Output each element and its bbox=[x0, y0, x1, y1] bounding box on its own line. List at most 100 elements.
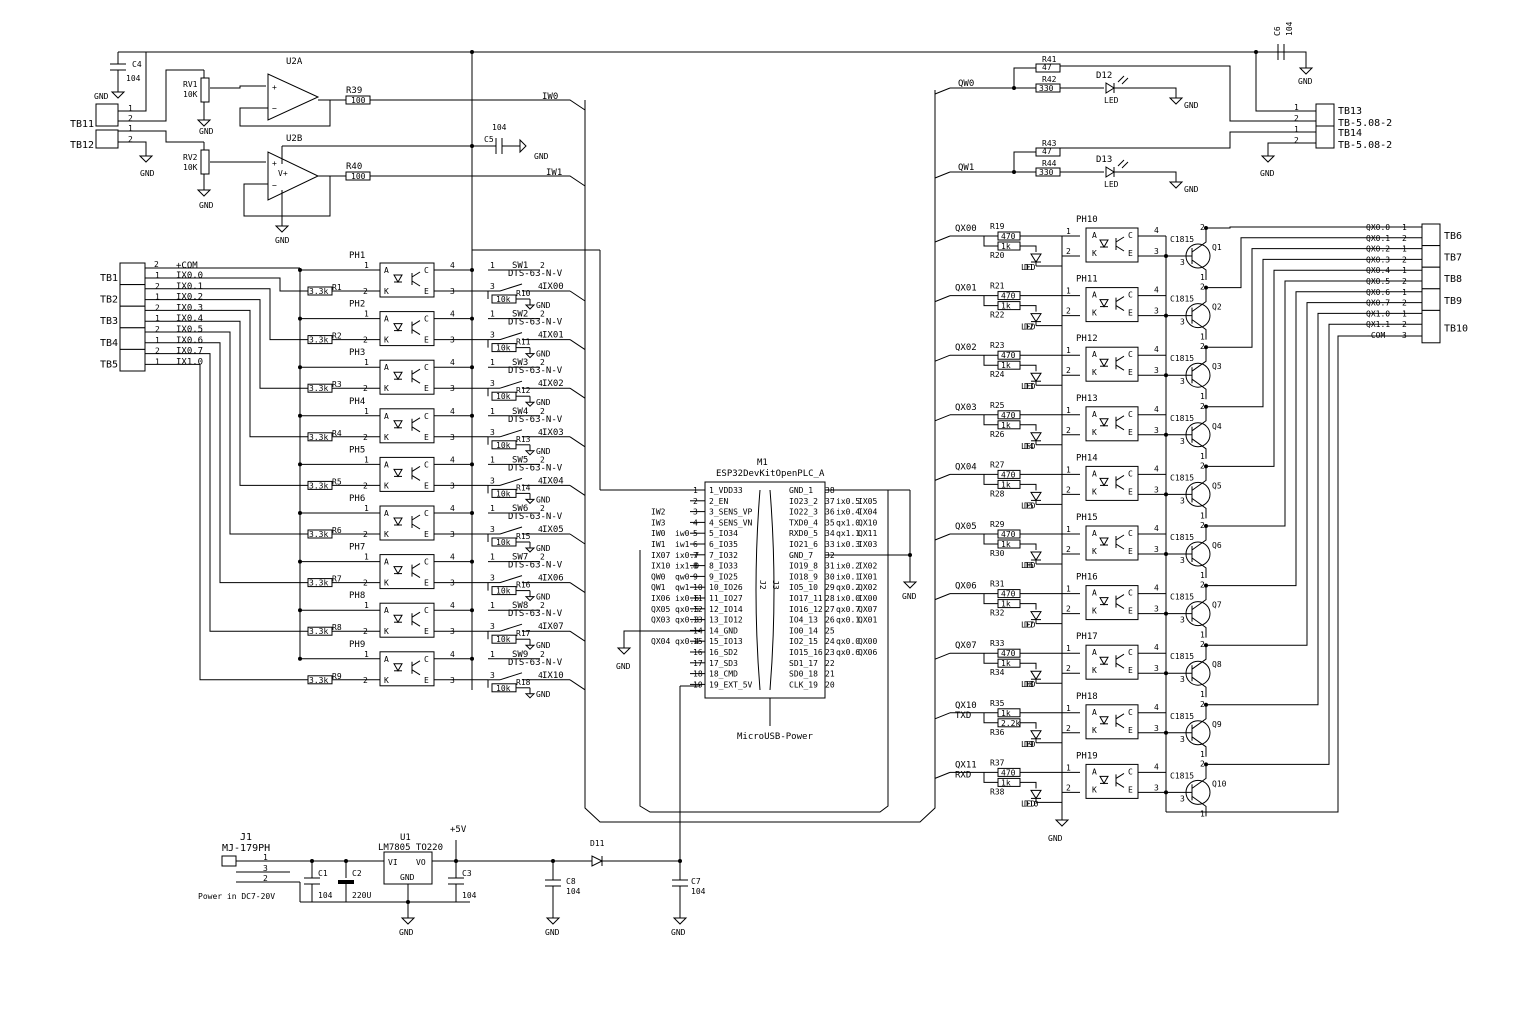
switch-type: DTS-63-N-V bbox=[508, 658, 563, 668]
switch-ref: SW2 bbox=[512, 310, 528, 320]
module-right-pin-num: 20 bbox=[825, 680, 835, 689]
input-resistor-ref: R2 bbox=[332, 332, 342, 341]
output-optocoupler-ref: PH11 bbox=[1076, 275, 1098, 285]
svg-text:4: 4 bbox=[450, 601, 455, 610]
output-resistor-b-value: 2.2k bbox=[1001, 719, 1020, 728]
optocoupler-ref: PH3 bbox=[349, 348, 365, 358]
transistor-type: C1815 bbox=[1170, 235, 1194, 244]
module-right-net: IX04 bbox=[858, 508, 877, 517]
svg-text:A: A bbox=[384, 460, 389, 469]
switch-ref: SW1 bbox=[512, 261, 528, 271]
svg-text:C: C bbox=[1128, 291, 1133, 300]
svg-text:3: 3 bbox=[490, 525, 495, 534]
svg-text:3: 3 bbox=[1180, 318, 1185, 327]
svg-text:2: 2 bbox=[540, 310, 545, 319]
input-tb-label: TB2 bbox=[100, 295, 118, 306]
module-right-pin-name: IO23_2 bbox=[789, 497, 818, 506]
module-right-pin-num: 24 bbox=[825, 637, 835, 646]
module-left-pin-name: 3_SENS_VP bbox=[709, 508, 753, 517]
svg-text:K: K bbox=[384, 627, 389, 636]
pull-resistor-value: 10k bbox=[496, 538, 511, 547]
input-terminal-pin: 1 bbox=[155, 336, 160, 345]
module-right-net: QX00 bbox=[858, 637, 877, 646]
output-tb-label: TB10 bbox=[1444, 323, 1468, 334]
output-tb-label: TB8 bbox=[1444, 274, 1462, 285]
output-led-label: LED bbox=[1021, 382, 1036, 391]
output-led-icon bbox=[1030, 789, 1042, 800]
svg-text:2: 2 bbox=[154, 260, 159, 269]
svg-text:2: 2 bbox=[363, 481, 368, 490]
relay-resistor-b-ref: R44 bbox=[1042, 159, 1057, 168]
output-led-ref: D9 bbox=[1024, 740, 1034, 749]
module-left-net: IW2 bbox=[651, 508, 666, 517]
svg-text:E: E bbox=[424, 336, 429, 345]
svg-text:2: 2 bbox=[1066, 783, 1071, 792]
svg-text:3: 3 bbox=[1180, 675, 1185, 684]
pull-resistor-ref: R18 bbox=[516, 678, 531, 687]
module-right-pin-name: IO5_10 bbox=[789, 583, 818, 592]
module-right-pin-name: GND_7 bbox=[789, 551, 813, 560]
svg-text:2: 2 bbox=[540, 261, 545, 270]
svg-text:4: 4 bbox=[1154, 464, 1159, 473]
svg-text:3: 3 bbox=[1180, 794, 1185, 803]
output-led-label: LED bbox=[1021, 621, 1036, 630]
svg-text:4: 4 bbox=[1154, 762, 1159, 771]
svg-text:E: E bbox=[1128, 249, 1133, 258]
module-left-net: QX04 bbox=[651, 637, 670, 646]
output-resistor-a-value: 470 bbox=[1001, 590, 1016, 599]
module-right-pin-num: 27 bbox=[825, 605, 835, 614]
optocoupler-ref: PH9 bbox=[349, 640, 365, 650]
c8-ref: C8 bbox=[566, 877, 576, 886]
u1-vi: VI bbox=[388, 858, 398, 867]
output-led-icon bbox=[1030, 670, 1042, 681]
input-resistor-value: 3.3k bbox=[309, 433, 328, 442]
input-terminal-pin: 2 bbox=[155, 325, 160, 334]
rv2-value: 10K bbox=[183, 163, 198, 172]
pull-resistor-ref: R10 bbox=[516, 289, 531, 298]
svg-text:1: 1 bbox=[1066, 525, 1071, 534]
svg-text:1: 1 bbox=[490, 455, 495, 464]
output-resistor-a-value: 470 bbox=[1001, 470, 1016, 479]
output-resistor-b-value: 1k bbox=[1001, 480, 1011, 489]
input-terminal-pin: 1 bbox=[155, 271, 160, 280]
svg-text:1: 1 bbox=[1066, 763, 1071, 772]
output-led-ref: D4 bbox=[1024, 442, 1034, 451]
svg-text:2: 2 bbox=[540, 504, 545, 513]
output-resistor-b-ref: R34 bbox=[990, 668, 1005, 677]
svg-text:3: 3 bbox=[490, 428, 495, 437]
output-alt-label: TXD bbox=[955, 711, 971, 721]
svg-text:1: 1 bbox=[490, 261, 495, 270]
output-resistor-b-value: 1k bbox=[1001, 778, 1011, 787]
module-left-pin-name: 8_IO33 bbox=[709, 562, 738, 571]
svg-text:4: 4 bbox=[538, 428, 543, 437]
svg-text:1: 1 bbox=[490, 358, 495, 367]
transistor-ref: Q5 bbox=[1212, 481, 1222, 490]
svg-text:A: A bbox=[384, 606, 389, 615]
pull-resistor-value: 10k bbox=[496, 489, 511, 498]
output-led-icon bbox=[1030, 253, 1042, 263]
optocoupler-ref: PH5 bbox=[349, 445, 365, 455]
relay-resistor-a bbox=[1035, 63, 1061, 73]
transistor-ref: Q7 bbox=[1212, 601, 1222, 610]
svg-text:1: 1 bbox=[1066, 287, 1071, 296]
svg-text:K: K bbox=[384, 530, 389, 539]
input-resistor-ref: R1 bbox=[332, 283, 342, 292]
svg-text:2: 2 bbox=[1066, 307, 1071, 316]
plus5v-label: +5V bbox=[450, 825, 467, 835]
output-led-label: LED bbox=[1021, 561, 1036, 570]
svg-text:+: + bbox=[272, 159, 277, 168]
switch-type: DTS-63-N-V bbox=[508, 512, 563, 522]
output-rows: QX00470R191kR20D1LED12PH10AKCE43C1815Q12… bbox=[934, 215, 1227, 818]
input-resistor-value: 3.3k bbox=[309, 336, 328, 345]
optocoupler bbox=[379, 505, 435, 541]
c1-ref: C1 bbox=[318, 869, 328, 878]
relay-resistor-b-value: 330 bbox=[1039, 168, 1054, 177]
input-terminal-label: IX0.2 bbox=[176, 293, 203, 303]
u1-vo: VO bbox=[416, 858, 426, 867]
svg-text:2: 2 bbox=[1200, 402, 1205, 411]
svg-text:A: A bbox=[384, 655, 389, 664]
tb13-label: TB13 bbox=[1338, 106, 1362, 117]
module-left-pin-name: 6_IO35 bbox=[709, 540, 738, 549]
j1-note: Power in DC7-20V bbox=[198, 892, 275, 901]
